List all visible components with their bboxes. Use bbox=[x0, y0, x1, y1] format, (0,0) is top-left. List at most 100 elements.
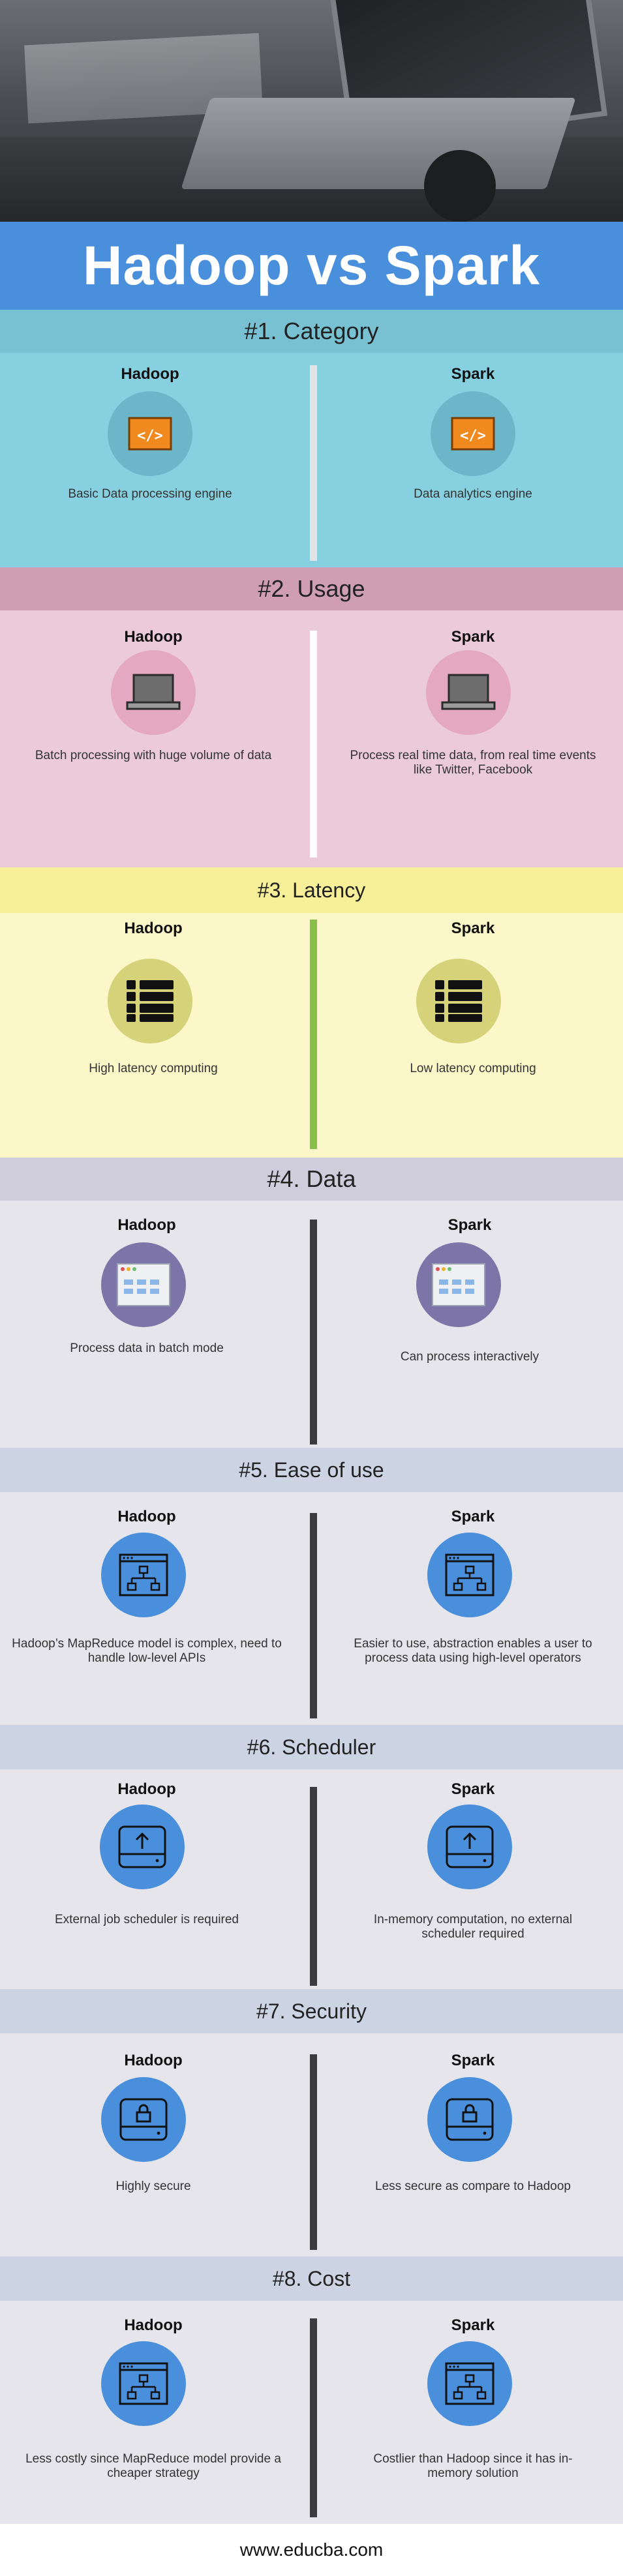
svg-text:</>: </> bbox=[460, 428, 486, 444]
column-desc: In-memory computation, no external sched… bbox=[373, 1913, 573, 1941]
right-column: Spark bbox=[329, 2052, 616, 2070]
section-divider bbox=[310, 2054, 317, 2250]
right-column: Spark bbox=[329, 1508, 616, 1526]
hero-photo bbox=[0, 0, 623, 222]
lock-drive-icon bbox=[101, 2077, 186, 2162]
section-heading: #8. Cost bbox=[0, 2256, 623, 2301]
left-column-desc: Process data in batch mode bbox=[3, 1341, 290, 1356]
section-category: #1. Category Hadoop </> Basic Data proce… bbox=[0, 310, 623, 567]
upload-drive-icon bbox=[100, 1805, 185, 1889]
right-column: Spark bbox=[329, 1780, 616, 1799]
right-column: Spark bbox=[329, 365, 616, 383]
list-icon bbox=[416, 959, 501, 1043]
right-column-desc: Less secure as compare to Hadoop bbox=[329, 2179, 616, 2194]
laptop-icon bbox=[426, 650, 511, 735]
footer-link[interactable]: www.educba.com bbox=[239, 2539, 384, 2560]
left-column: Hadoop bbox=[3, 1780, 290, 1799]
section-heading: #2. Usage bbox=[0, 567, 623, 610]
upload-drive-icon bbox=[427, 1805, 512, 1889]
left-column: Hadoop bbox=[10, 920, 297, 938]
right-column-desc: Low latency computing bbox=[329, 1062, 616, 1076]
laptop-icon bbox=[111, 650, 196, 735]
left-column-desc: Basic Data processing engine bbox=[7, 487, 294, 502]
right-column: Spark bbox=[326, 1216, 613, 1235]
sitemap-icon bbox=[427, 2341, 512, 2426]
left-column: Hadoop bbox=[10, 628, 297, 646]
section-divider bbox=[310, 1513, 317, 1718]
section-divider bbox=[310, 2318, 317, 2517]
column-desc: Process real time data, from real time e… bbox=[350, 749, 596, 777]
left-column: Hadoop bbox=[3, 1508, 290, 1526]
column-name: Spark bbox=[451, 2052, 495, 2069]
sitemap-icon bbox=[101, 1533, 186, 1617]
section-heading: #7. Security bbox=[0, 1989, 623, 2033]
right-column-desc: Can process interactively bbox=[326, 1350, 613, 1364]
page-title: Hadoop vs Spark bbox=[82, 235, 541, 296]
hero-mug bbox=[424, 150, 496, 222]
right-column-desc: Process real time data, from real time e… bbox=[329, 749, 616, 777]
right-column-desc: In-memory computation, no external sched… bbox=[329, 1913, 616, 1941]
column-name: Hadoop bbox=[124, 628, 183, 646]
section-latency: #3. Latency Hadoop High latency computin… bbox=[0, 867, 623, 1158]
column-name: Spark bbox=[451, 1508, 495, 1525]
column-desc: Low latency computing bbox=[410, 1062, 536, 1075]
list-icon bbox=[108, 959, 192, 1043]
left-column: Hadoop bbox=[7, 365, 294, 383]
left-column: Hadoop bbox=[10, 2316, 297, 2335]
column-desc: High latency computing bbox=[89, 1062, 218, 1075]
right-column-desc: Data analytics engine bbox=[329, 487, 616, 502]
left-column: Hadoop bbox=[3, 1216, 290, 1235]
left-column-desc: Hadoop’s MapReduce model is complex, nee… bbox=[3, 1637, 290, 1666]
section-heading: #6. Scheduler bbox=[0, 1725, 623, 1769]
column-name: Hadoop bbox=[124, 2052, 183, 2069]
left-column-desc: Highly secure bbox=[10, 2179, 297, 2194]
code-icon: </> bbox=[431, 391, 515, 476]
column-name: Hadoop bbox=[121, 365, 179, 383]
section-divider bbox=[310, 1220, 317, 1445]
column-desc: Can process interactively bbox=[400, 1350, 539, 1364]
column-desc: External job scheduler is required bbox=[55, 1913, 239, 1926]
column-name: Hadoop bbox=[124, 2316, 183, 2334]
right-column: Spark bbox=[329, 2316, 616, 2335]
section-usage: #2. Usage Hadoop Batch processing with h… bbox=[0, 567, 623, 867]
column-name: Spark bbox=[451, 920, 495, 937]
code-icon: </> bbox=[108, 391, 192, 476]
section-heading: #3. Latency bbox=[0, 867, 623, 913]
column-name: Hadoop bbox=[117, 1508, 176, 1525]
right-column: Spark bbox=[329, 628, 616, 646]
column-name: Spark bbox=[451, 2316, 495, 2334]
title-bar: Hadoop vs Spark bbox=[0, 222, 623, 310]
left-column-desc: High latency computing bbox=[10, 1062, 297, 1076]
column-name: Spark bbox=[451, 1780, 495, 1798]
section-heading: #5. Ease of use bbox=[0, 1448, 623, 1492]
column-desc: Hadoop’s MapReduce model is complex, nee… bbox=[12, 1637, 282, 1665]
section-divider bbox=[310, 1787, 317, 1986]
column-desc: Costlier than Hadoop since it has in- me… bbox=[373, 2452, 573, 2480]
footer-url[interactable]: www.educba.com bbox=[0, 2524, 623, 2576]
svg-text:</>: </> bbox=[137, 428, 163, 444]
column-name: Hadoop bbox=[117, 1780, 176, 1798]
lock-drive-icon bbox=[427, 2077, 512, 2162]
column-desc: Data analytics engine bbox=[414, 487, 532, 501]
column-name: Spark bbox=[448, 1216, 492, 1234]
column-name: Hadoop bbox=[124, 920, 183, 937]
section-divider bbox=[310, 631, 317, 858]
left-column: Hadoop bbox=[10, 2052, 297, 2070]
section-divider bbox=[310, 920, 317, 1149]
column-name: Spark bbox=[451, 628, 495, 646]
section-heading: #4. Data bbox=[0, 1158, 623, 1201]
column-desc: Basic Data processing engine bbox=[68, 487, 232, 501]
sitemap-icon bbox=[101, 2341, 186, 2426]
column-desc: Less costly since MapReduce model provid… bbox=[25, 2452, 281, 2480]
column-name: Hadoop bbox=[117, 1216, 176, 1234]
browser-window-icon bbox=[101, 1242, 186, 1327]
right-column-desc: Easier to use, abstraction enables a use… bbox=[329, 1637, 616, 1666]
section-cost: #8. Cost Hadoop Less costly since MapRed… bbox=[0, 2256, 623, 2524]
column-desc: Less secure as compare to Hadoop bbox=[375, 2179, 571, 2193]
column-name: Spark bbox=[451, 365, 495, 383]
right-column-desc: Costlier than Hadoop since it has in- me… bbox=[329, 2452, 616, 2481]
left-column-desc: Batch processing with huge volume of dat… bbox=[10, 749, 297, 763]
left-column-desc: External job scheduler is required bbox=[3, 1913, 290, 1927]
column-desc: Process data in batch mode bbox=[70, 1341, 224, 1355]
